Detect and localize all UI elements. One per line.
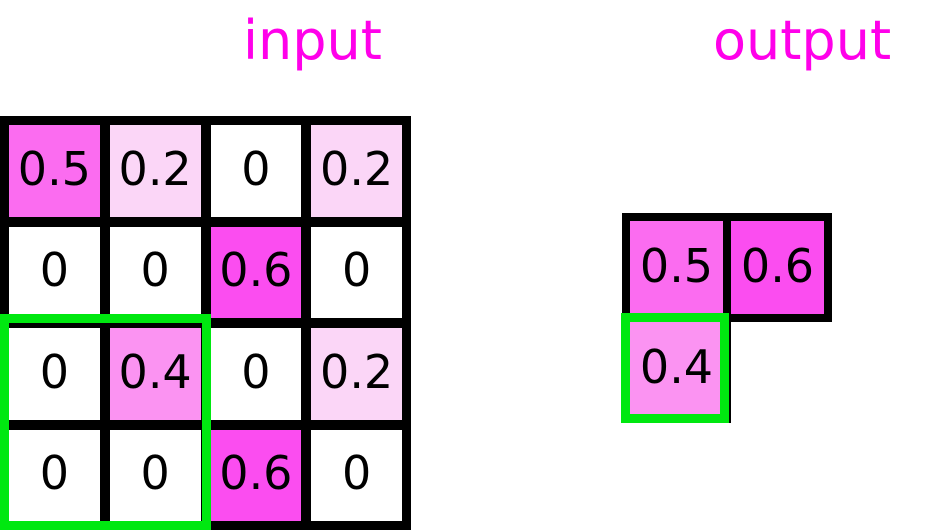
input-selection-box[interactable] xyxy=(0,314,211,530)
input-cell-r2c4[interactable]: 0 xyxy=(311,226,402,318)
input-cell-value: 0 xyxy=(241,141,271,196)
input-cell-value: 0 xyxy=(341,243,372,298)
input-cell-r1c2[interactable]: 0.2 xyxy=(109,125,201,217)
input-cell-r2c1[interactable]: 0 xyxy=(9,226,100,318)
input-cell-r1c1[interactable]: 0.5 xyxy=(9,125,100,217)
input-cell-r2c2[interactable]: 0 xyxy=(109,226,201,318)
input-cell-value: 0 xyxy=(241,344,271,399)
input-cell-value: 0.2 xyxy=(118,141,192,196)
output-title: output xyxy=(713,9,892,72)
input-cell-value: 0.5 xyxy=(17,141,91,196)
output-cell-r2c2[interactable] xyxy=(731,322,824,415)
input-cell-value: 0 xyxy=(39,243,70,298)
input-cell-value: 0.6 xyxy=(219,243,293,298)
input-title: input xyxy=(243,9,382,72)
output-selection-box[interactable] xyxy=(621,313,729,423)
input-cell-r4c4[interactable]: 0 xyxy=(311,429,402,521)
input-cell-value: 0.2 xyxy=(320,141,394,196)
input-cell-value: 0 xyxy=(140,243,170,298)
input-cell-r2c3[interactable]: 0.6 xyxy=(210,226,302,318)
output-cell-r1c1[interactable]: 0.5 xyxy=(622,213,731,322)
input-cell-r1c3[interactable]: 0 xyxy=(210,125,302,217)
input-cell-r1c4[interactable]: 0.2 xyxy=(311,125,402,217)
input-cell-r3c4[interactable]: 0.2 xyxy=(311,328,402,420)
output-cell-value: 0.6 xyxy=(740,238,815,293)
input-cell-value: 0.6 xyxy=(219,446,293,501)
output-cell-r1c2[interactable]: 0.6 xyxy=(723,213,832,322)
output-cell-value: 0.5 xyxy=(639,238,714,293)
input-cell-value: 0 xyxy=(341,446,372,501)
input-cell-r3c3[interactable]: 0 xyxy=(210,328,302,420)
input-cell-r4c3[interactable]: 0.6 xyxy=(210,429,302,521)
input-cell-value: 0.2 xyxy=(320,344,394,399)
